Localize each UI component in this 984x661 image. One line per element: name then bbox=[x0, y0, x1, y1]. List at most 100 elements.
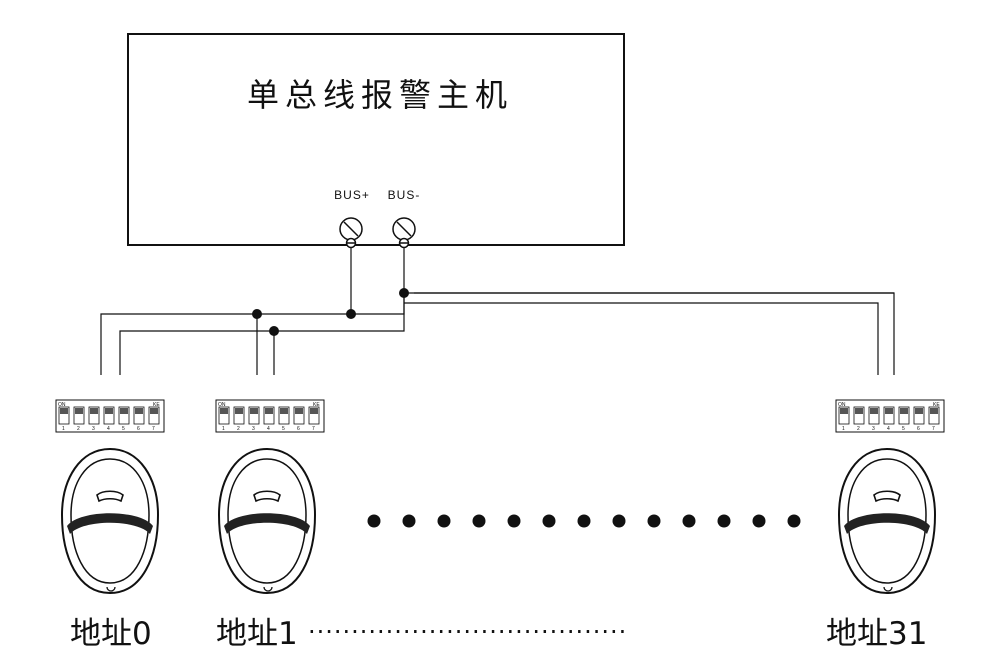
ellipsis-dot bbox=[717, 514, 731, 528]
dip-slot bbox=[278, 406, 290, 425]
bus-minus-label: BUS- bbox=[388, 188, 421, 202]
dip-lever bbox=[220, 408, 228, 414]
dip-number: 2 bbox=[857, 426, 860, 432]
dip-lever bbox=[295, 408, 303, 414]
dip-lever bbox=[840, 408, 848, 414]
bus-plus-terminal-icon bbox=[339, 217, 363, 249]
dip-slot bbox=[73, 406, 85, 425]
ellipsis-dot bbox=[402, 514, 416, 528]
dip-lever bbox=[235, 408, 243, 414]
dip-slot bbox=[103, 406, 115, 425]
dip-slot bbox=[148, 406, 160, 425]
dip-number: 6 bbox=[297, 426, 300, 432]
dip-on-label: ON bbox=[838, 402, 846, 408]
dip-slot bbox=[263, 406, 275, 425]
dip-slot bbox=[293, 406, 305, 425]
dip-lever bbox=[280, 408, 288, 414]
dip-slot bbox=[233, 406, 245, 425]
dip-slot bbox=[838, 406, 850, 425]
dip-number: 3 bbox=[252, 426, 255, 432]
dip-slot bbox=[308, 406, 320, 425]
dip-ke-label: KE bbox=[933, 402, 940, 408]
address-label-device0: 地址0 bbox=[70, 616, 152, 652]
dip-lever bbox=[915, 408, 923, 414]
middle-dots bbox=[367, 514, 801, 528]
bus-plus-line-left bbox=[100, 313, 351, 375]
ellipsis-dot bbox=[542, 514, 556, 528]
pir-sensor-icon-device1 bbox=[218, 448, 316, 594]
dip-lever bbox=[885, 408, 893, 414]
dip-on-label: ON bbox=[58, 402, 66, 408]
dip-lever bbox=[150, 408, 158, 414]
dip-ke-label: KE bbox=[153, 402, 160, 408]
ellipsis-dot bbox=[367, 514, 381, 528]
junction-dot bbox=[269, 326, 279, 336]
dip-slot bbox=[913, 406, 925, 425]
dip-slot bbox=[118, 406, 130, 425]
bus-wires bbox=[100, 248, 895, 375]
ellipsis-dot bbox=[647, 514, 661, 528]
junction-dot bbox=[346, 309, 356, 319]
dip-slot bbox=[883, 406, 895, 425]
ellipsis-dot bbox=[612, 514, 626, 528]
bus-plus-label: BUS+ bbox=[334, 188, 370, 202]
bus-minus-wire bbox=[119, 248, 405, 375]
dip-lever bbox=[265, 408, 273, 414]
ellipsis-dot bbox=[437, 514, 451, 528]
dip-switch-device31: ON KE 1 2 3 4 5 6 7 bbox=[835, 399, 945, 433]
ellipsis-dot bbox=[472, 514, 486, 528]
ellipsis-dot bbox=[682, 514, 696, 528]
dip-lever bbox=[870, 408, 878, 414]
dip-slot bbox=[898, 406, 910, 425]
dip-slot bbox=[218, 406, 230, 425]
dip-slot bbox=[88, 406, 100, 425]
dip-number: 7 bbox=[312, 426, 315, 432]
dip-number: 6 bbox=[137, 426, 140, 432]
dip-number: 1 bbox=[842, 426, 845, 432]
dip-ke-label: KE bbox=[313, 402, 320, 408]
dip-lever bbox=[75, 408, 83, 414]
dip-slot bbox=[868, 406, 880, 425]
dip-slot bbox=[928, 406, 940, 425]
junction-dot bbox=[252, 309, 262, 319]
dip-lever bbox=[120, 408, 128, 414]
dip-number: 6 bbox=[917, 426, 920, 432]
dip-number: 7 bbox=[932, 426, 935, 432]
dip-lever bbox=[60, 408, 68, 414]
dip-number: 5 bbox=[902, 426, 905, 432]
dip-number: 1 bbox=[62, 426, 65, 432]
ellipsis-dot bbox=[752, 514, 766, 528]
dip-number: 4 bbox=[107, 426, 110, 432]
bus-right-pair bbox=[414, 292, 895, 375]
address-label-device1: 地址1 bbox=[216, 616, 298, 652]
address-ellipsis: ····································· bbox=[308, 618, 627, 646]
dip-number: 1 bbox=[222, 426, 225, 432]
dip-number: 3 bbox=[872, 426, 875, 432]
dip-slot bbox=[58, 406, 70, 425]
dip-lever bbox=[135, 408, 143, 414]
dip-number: 3 bbox=[92, 426, 95, 432]
dip-number: 2 bbox=[77, 426, 80, 432]
ellipsis-dot bbox=[507, 514, 521, 528]
dip-lever bbox=[105, 408, 113, 414]
dip-slot bbox=[853, 406, 865, 425]
pir-sensor-icon-device31 bbox=[838, 448, 936, 594]
dip-slot bbox=[248, 406, 260, 425]
alarm-host-box bbox=[127, 33, 625, 246]
junction-dot bbox=[399, 288, 409, 298]
dip-slot bbox=[133, 406, 145, 425]
pir-sensor-icon-device0 bbox=[61, 448, 159, 594]
dip-lever bbox=[900, 408, 908, 414]
dip-number: 4 bbox=[887, 426, 890, 432]
dip-number: 4 bbox=[267, 426, 270, 432]
dip-lever bbox=[855, 408, 863, 414]
bus-right-pair-inner bbox=[404, 302, 879, 375]
dip-number: 5 bbox=[122, 426, 125, 432]
dip-number: 5 bbox=[282, 426, 285, 432]
ellipsis-dot bbox=[787, 514, 801, 528]
address-label-device31: 地址31 bbox=[826, 616, 927, 652]
dip-number: 2 bbox=[237, 426, 240, 432]
